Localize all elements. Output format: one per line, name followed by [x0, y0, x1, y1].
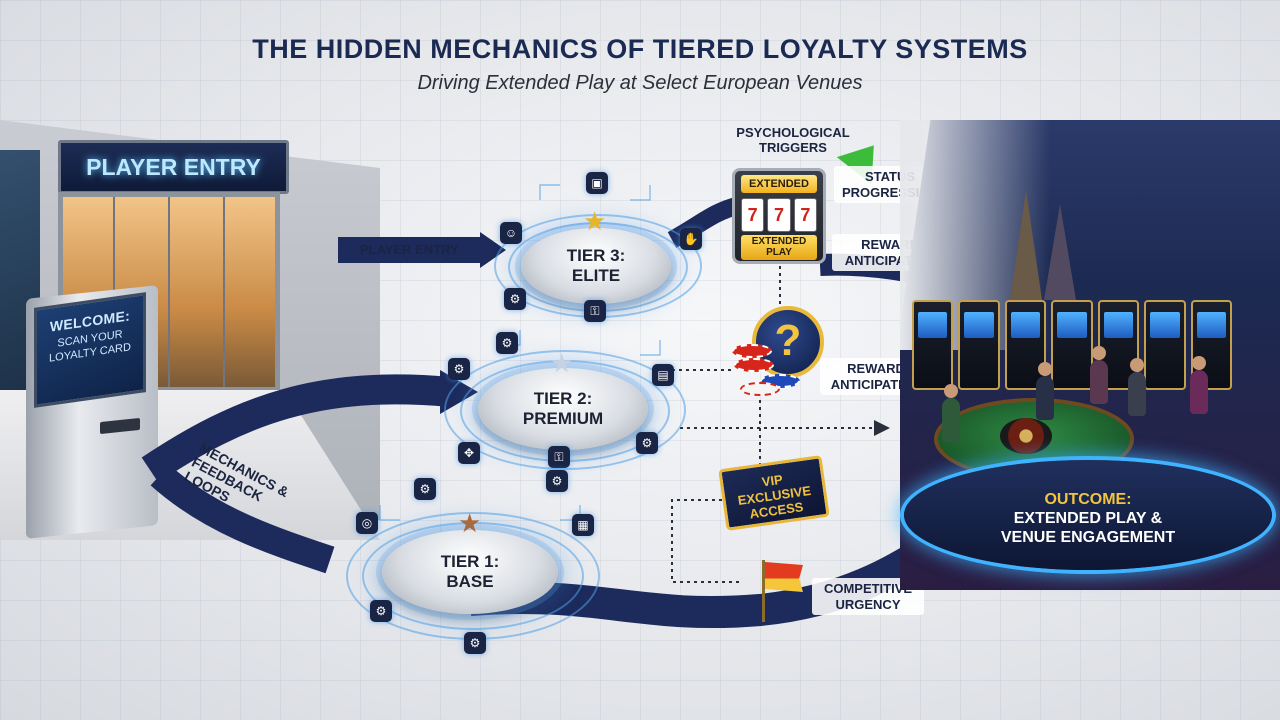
lock-icon[interactable]: ⚿	[584, 300, 606, 322]
slot-bottom-banner: EXTENDED PLAY	[741, 235, 817, 260]
people-icon[interactable]: ☺	[500, 222, 522, 244]
outcome-platform[interactable]	[904, 460, 1272, 570]
player-figure	[1090, 346, 1108, 404]
chart-icon[interactable]: ▤	[652, 364, 674, 386]
gear-icon[interactable]: ⚙	[546, 470, 568, 492]
gear-icon[interactable]: ⚙	[636, 432, 658, 454]
player-figure	[1128, 358, 1146, 416]
lock-icon[interactable]: ⚿	[548, 446, 570, 468]
flag-pole	[762, 560, 765, 622]
gear-icon[interactable]: ⚙	[370, 600, 392, 622]
circuit-traces	[379, 184, 661, 521]
tier3-name: ELITE	[571, 266, 621, 285]
flag-icon	[765, 562, 803, 592]
eiffel-tower-icon	[1044, 204, 1076, 300]
gear-icon[interactable]: ⚙	[414, 478, 436, 500]
tier1-ring	[362, 522, 584, 630]
gear-icon[interactable]: ⚙	[504, 288, 526, 310]
wallet-icon[interactable]: ▣	[586, 172, 608, 194]
poker-chip-icon	[740, 382, 780, 396]
slot-reel: 7	[767, 198, 791, 232]
player-entry-flow-label: PLAYER ENTRY	[360, 242, 459, 257]
slot-machine: EXTENDED 7 7 7 EXTENDED PLAY	[732, 168, 826, 264]
casino-slot-row	[912, 300, 1232, 390]
outcome-line: EXTENDED PLAY &	[1013, 510, 1163, 528]
slot-cabinet	[1004, 300, 1047, 390]
gold-star-icon: ★	[583, 206, 607, 236]
tier3-platform[interactable]: TIER 3: ELITE	[521, 228, 671, 304]
gear-icon[interactable]: ⚙	[496, 332, 518, 354]
slot-reels: 7 7 7	[741, 198, 817, 232]
roulette-wheel	[1000, 418, 1052, 454]
feedback-lower-band	[150, 464, 335, 574]
dealer-figure	[1036, 362, 1054, 420]
player-entry-arrowhead	[480, 232, 506, 268]
bronze-star-icon: ★	[458, 508, 482, 538]
player-figure	[942, 384, 960, 442]
feedback-loop-band	[141, 374, 452, 483]
slot-reel: 7	[793, 198, 817, 232]
gear-icon[interactable]: ⚙	[448, 358, 470, 380]
poker-chip-icon	[734, 358, 774, 372]
tier1-label: TIER 1:	[440, 552, 500, 572]
page-title: THE HIDDEN MECHANICS OF TIERED LOYALTY S…	[252, 34, 1028, 64]
dotted-connector	[671, 499, 742, 583]
page-subtitle: Driving Extended Play at Select European…	[417, 72, 863, 94]
slot-cabinet	[912, 300, 954, 390]
player-figure	[1190, 356, 1208, 414]
silver-star-icon: ★	[550, 348, 574, 378]
tier1-name: BASE	[446, 572, 494, 591]
tier2-platform[interactable]: TIER 2: PREMIUM	[478, 368, 648, 450]
slot-reel: 7	[741, 198, 765, 232]
target-icon[interactable]: ◎	[356, 512, 378, 534]
triggers-heading: PSYCHOLOGICAL TRIGGERS	[736, 125, 850, 155]
eiffel-tower-icon	[1010, 190, 1042, 300]
target-icon[interactable]: ✥	[458, 442, 480, 464]
card-icon[interactable]: ▦	[572, 514, 594, 536]
tier2-name: PREMIUM	[522, 409, 604, 428]
poker-chip-icon	[732, 344, 772, 358]
hand-icon[interactable]: ✋	[680, 228, 702, 250]
door-pane	[168, 197, 170, 387]
competitive-urgency-label: COMPETITIVE URGENCY	[812, 578, 924, 616]
tier3-label: TIER 3:	[566, 246, 626, 266]
tier1-platform[interactable]: TIER 1: BASE	[382, 530, 558, 614]
outcome-caption: OUTCOME: EXTENDED PLAY & VENUE ENGAGEMEN…	[904, 490, 1272, 548]
slot-cabinet	[1051, 300, 1093, 390]
tier2-ring	[444, 350, 686, 470]
slot-cabinet	[1144, 300, 1186, 390]
slot-top-banner: EXTENDED	[741, 175, 817, 193]
outcome-label: OUTCOME:	[1044, 491, 1132, 508]
slot-cabinet	[958, 300, 1000, 390]
outcome-line: VENUE ENGAGEMENT	[1000, 529, 1176, 547]
gear-icon[interactable]: ⚙	[464, 632, 486, 654]
tier2-label: TIER 2:	[533, 389, 593, 409]
door-pane	[223, 197, 225, 387]
